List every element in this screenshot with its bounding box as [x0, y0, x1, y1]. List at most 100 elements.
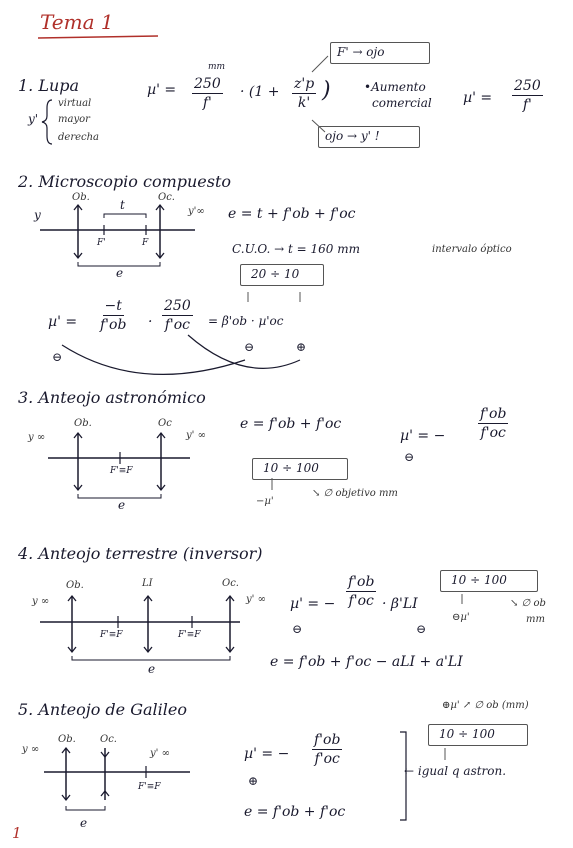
ypinf-label-s4: y' ∞: [246, 594, 266, 605]
range-box-s5: 10 ÷ 100: [428, 724, 528, 746]
numerator: 250: [512, 78, 543, 96]
fraction-250-f-b: 250 f': [512, 78, 543, 113]
denominator: f'oc: [348, 593, 374, 609]
f-label-s2: F: [142, 238, 149, 248]
range-box-s3: 10 ÷ 100: [252, 458, 348, 480]
mu-label-s5: µ' = −: [244, 746, 290, 762]
note-top-s5: ⊕µ' ↗ ∅ ob (mm): [442, 700, 529, 711]
ypinf-label-s5: y' ∞: [150, 748, 170, 759]
eq-e-s5: e = f'ob + f'oc: [244, 804, 346, 820]
range-text-s2: 20 ÷ 10: [251, 267, 300, 281]
ff2-label-s4: F'≡F: [178, 630, 201, 640]
mu-label-s3: µ' = −: [400, 428, 446, 444]
mu-neg-s3: −µ': [256, 496, 274, 507]
denominator: f'ob: [100, 317, 127, 333]
ff-label-s5: F'≡F: [138, 782, 161, 792]
e-label-s2: e: [116, 266, 124, 280]
range-text-s3: 10 ÷ 100: [263, 461, 319, 475]
lens-ob-s3-arrows: [73, 431, 83, 492]
lens-oc-s2-arrows: [155, 203, 165, 260]
ff1-label-s4: F'≡F: [100, 630, 123, 640]
li-label-s4: LI: [142, 578, 153, 589]
range-box-s4: 10 ÷ 100: [440, 570, 538, 592]
mu-label-s4: µ' = −: [290, 596, 336, 612]
title-underline: [37, 35, 159, 39]
heading-lupa: 1. Lupa: [18, 76, 80, 95]
fraction-250-f: 250 f': [192, 76, 223, 111]
mu-label-s1: µ' =: [147, 82, 177, 98]
yinf-label-s4: y ∞: [32, 596, 50, 607]
mu-label-s1b: µ' =: [463, 90, 493, 106]
numerator: 250: [192, 76, 223, 94]
curve-arrow-2: [187, 334, 301, 369]
fraction-zp-k: z'p k': [292, 76, 317, 111]
numerator: f'ob: [312, 732, 343, 750]
ff-label-s3: F'≡F: [110, 466, 133, 476]
yinf-label-s5: y ∞: [22, 744, 40, 755]
objetivo-note: ↘ ∅ objetivo mm: [312, 488, 398, 499]
eq-e-s3: e = f'ob + f'oc: [240, 416, 342, 432]
fraction-250-foc: 250 f'oc: [162, 298, 193, 333]
sign-minus-beta-s2: ⊖: [244, 340, 255, 354]
aumento-label: •Aumento: [364, 80, 426, 94]
ob-label-s4: Ob.: [66, 580, 84, 591]
prop-derecha: derecha: [58, 132, 100, 143]
t-bracket: [103, 213, 147, 218]
e-bracket-s4: [71, 656, 231, 661]
props-brace: [41, 99, 53, 145]
e-label-s5: e: [80, 816, 88, 830]
curve-arrow-1: [61, 344, 246, 375]
range-text-s4: 10 ÷ 100: [451, 573, 507, 587]
box-f-ojo: F' → ojo: [330, 42, 430, 64]
ob-label-s3: Ob.: [74, 418, 92, 429]
fraction-t-fob: −t f'ob: [100, 298, 126, 333]
box-f-ojo-text: F' → ojo: [337, 45, 385, 59]
oc-label-s5: Oc.: [100, 734, 117, 745]
lens-oc-s5-arrows: [100, 751, 110, 797]
lens-li-s4-arrows: [143, 594, 153, 654]
intervalo-text: intervalo óptico: [432, 244, 512, 255]
box-ojo-y-text: ojo → y' !: [325, 129, 380, 143]
paren-open: · (1 +: [240, 84, 280, 100]
denominator: f'oc: [480, 425, 506, 441]
numerator: f'ob: [346, 574, 377, 592]
sign-plus-mu-s2: ⊕: [296, 340, 307, 354]
mu-label-s2: µ' =: [48, 314, 78, 330]
lens-ob-s5-arrows: [61, 746, 71, 802]
heading-astronomico: 3. Anteojo astronómico: [18, 388, 206, 407]
fraction-fob-foc-s3: f'ob f'oc: [478, 406, 509, 441]
ob-label-s2: Ob.: [72, 192, 90, 203]
eq-beta-mu-s2: = β'ob · µ'oc: [208, 314, 284, 328]
page-number: 1: [12, 824, 22, 842]
e-bracket-s2: [77, 262, 161, 267]
cuo-text: C.U.O. → t = 160 mm: [232, 242, 361, 256]
bracket-s5: [400, 731, 407, 821]
sign-mu-s3: ⊖: [404, 450, 415, 464]
mm-unit: mm: [208, 62, 226, 72]
eq-e-s4: e = f'ob + f'oc − aLI + a'LI: [270, 654, 463, 670]
oc-label-s3: Oc: [158, 418, 172, 429]
denominator: f': [522, 97, 532, 113]
numerator: z'p: [292, 76, 317, 94]
denominator: f'oc: [164, 317, 191, 333]
oc-label-s2: Oc.: [158, 192, 175, 203]
range-text-s5: 10 ÷ 100: [439, 727, 495, 741]
sign-minus-mu-s2: ⊖: [52, 350, 63, 364]
sign-mu-s5: ⊕: [248, 774, 259, 788]
numerator: −t: [102, 298, 124, 316]
range-box-s2: 20 ÷ 10: [240, 264, 324, 286]
sign-mu-s4: ⊖: [292, 622, 303, 636]
fraction-fob-foc-s5: f'ob f'oc: [312, 732, 343, 767]
e-label-s4: e: [148, 662, 156, 676]
heading-microscopio: 2. Microscopio compuesto: [18, 172, 232, 191]
sign-beta-s4: ⊖: [416, 622, 427, 636]
e-label-s3: e: [118, 498, 126, 512]
ob-label-s5: Ob.: [58, 734, 76, 745]
lens-ob-s2-arrows: [73, 203, 83, 260]
beta-li: · β'LI: [382, 596, 418, 612]
oc-label-s4: Oc.: [222, 578, 239, 589]
eq-e-s2: e = t + f'ob + f'oc: [228, 206, 356, 222]
phi-ob-s4: ↘ ∅ ob: [510, 598, 546, 609]
